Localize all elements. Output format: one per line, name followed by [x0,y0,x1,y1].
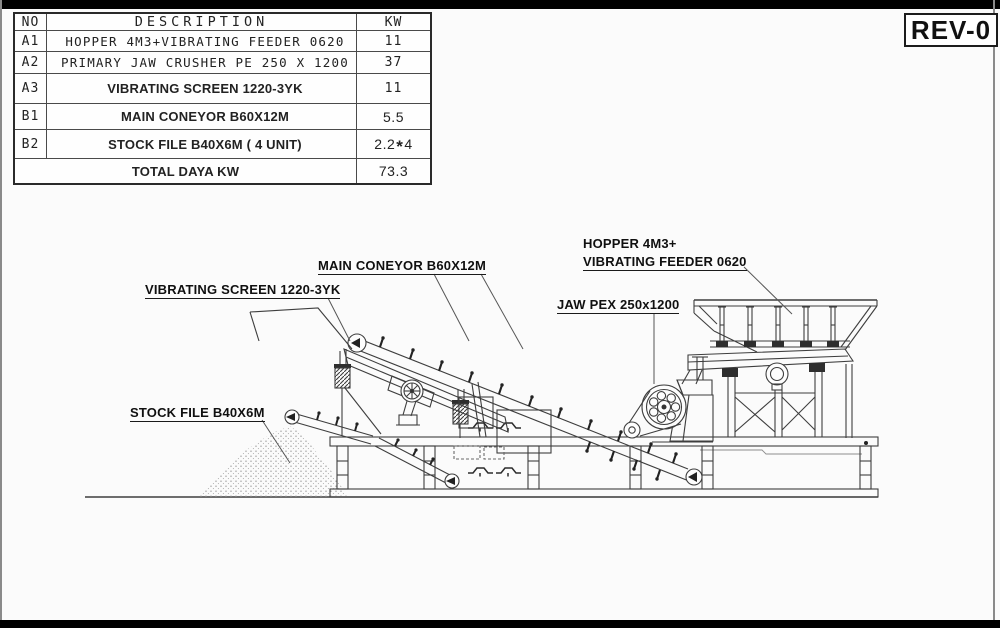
top-border-bar [0,0,1000,9]
pulley-arrow-icon [446,477,455,485]
main-conveyor-label: MAIN CONEYOR B60X12M [318,258,486,275]
feeder-support-legs [727,364,853,438]
table-header-description: DESCRIPTION [47,14,357,31]
row-a1-description: HOPPER 4M3+VIBRATING FEEDER 0620 [47,31,357,52]
leader-lines [261,266,793,464]
pulley-arrow-icon [286,413,295,421]
jaw-crusher [623,356,714,443]
grizzly-bars [716,306,839,347]
left-border-line [0,0,2,628]
vibrating-screen-label: VIBRATING SCREEN 1220-3YK [145,282,341,299]
total-row-label: TOTAL DAYA KW [15,159,357,183]
total-row-kw: 73.3 [378,163,409,179]
row-a1-no: A1 [15,31,47,52]
row-a3-description: VIBRATING SCREEN 1220-3YK [47,74,357,104]
stock-conveyor-2 [374,437,460,489]
row-b2-kw: 2.2*4 [357,130,430,159]
crusher-flywheel [641,384,687,430]
row-b2-description: STOCK FILE B40X6M ( 4 UNIT) [47,130,357,159]
row-b1-description: MAIN CONEYOR B60X12M [47,104,357,130]
screen-discharge-box [458,396,494,429]
screen-spring [452,403,469,425]
hopper-label-line1: HOPPER 4M3+ [583,236,677,251]
revision-box: REV-0 [904,13,998,47]
screen-spring [334,367,351,389]
main-conveyor [347,333,703,486]
row-b2-kw-value-1: 2.2 [374,136,396,152]
pulley-arrow-icon [688,472,697,482]
main-conveyor-leader [433,273,470,342]
feeder-suspension-ring [765,362,789,391]
table-header-kw: KW [357,14,430,31]
main-conveyor-leader [480,273,524,350]
stock-conveyor-1 [284,409,374,445]
row-b1-no: B1 [15,104,47,130]
right-border-line [993,0,995,628]
screen-discharge-chute [496,409,552,454]
vibrating-screen [249,307,552,460]
hopper-leader [743,266,793,315]
row-a2-no: A2 [15,52,47,74]
row-b2-no: B2 [15,130,47,159]
skid-legs [336,445,872,490]
row-a2-kw: 37 [357,52,430,74]
bottom-border-bar [0,620,1000,628]
skid-frame [329,436,879,498]
row-b2-kw-value-2: 4 [404,136,413,152]
pulley-arrow-icon [351,338,360,348]
screen-flywheel [400,379,424,403]
hopper-label-line2: VIBRATING FEEDER 0620 [583,254,747,271]
equipment-table: NO DESCRIPTION KW A1 HOPPER 4M3+VIBRATIN… [13,12,432,185]
row-a1-kw: 11 [357,31,430,52]
row-b1-kw: 5.5 [357,104,430,130]
revision-label: REV-0 [910,14,992,45]
jaw-crusher-label: JAW PEX 250x1200 [557,297,680,314]
stock-file-leader [261,419,291,464]
row-a2-description: PRIMARY JAW CRUSHER PE 250 X 1200 [47,52,357,74]
row-a3-no: A3 [15,74,47,104]
stockpile [197,426,348,497]
feeder-tray [687,348,854,371]
hopper-vibrating-feeder [681,299,878,438]
vibrating-screen-leader [327,297,351,342]
hopper-feeder-label: HOPPER 4M3+ VIBRATING FEEDER 0620 [583,236,747,271]
bolt-icon [864,441,868,445]
crusher-motor-pulley [623,421,641,439]
stock-file-label: STOCK FILE B40X6M [130,405,265,422]
screen-motor [398,414,418,426]
trough-idler-symbols [468,422,521,477]
row-a3-kw: 11 [357,74,430,104]
table-header-no: NO [15,14,47,31]
